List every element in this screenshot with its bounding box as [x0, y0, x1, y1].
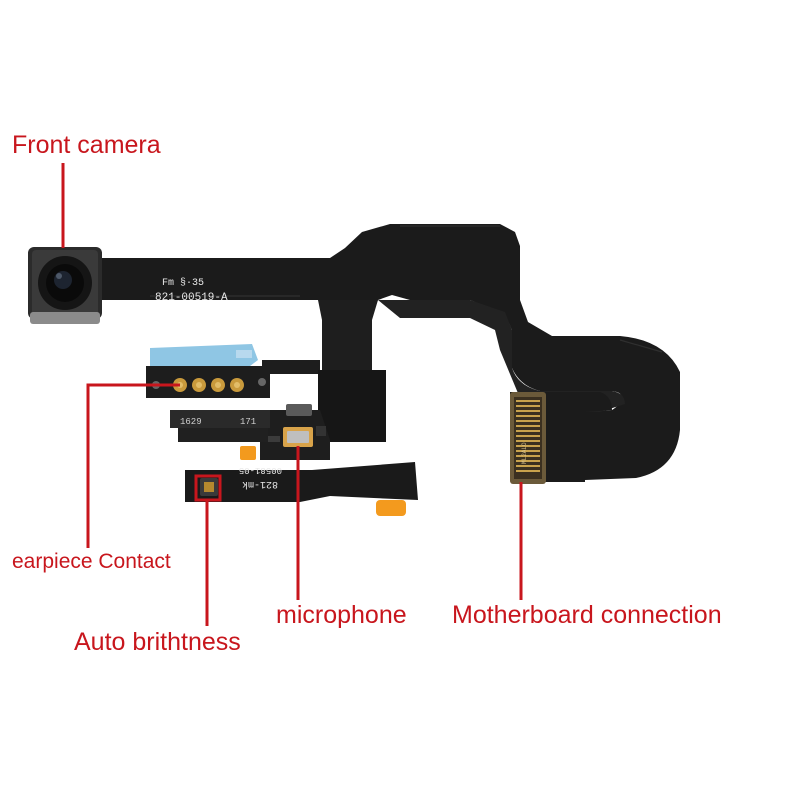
label-microphone: microphone — [276, 601, 407, 629]
pcb-code-1629: 1629 — [180, 417, 202, 427]
pcb-code-connector: ML2ALO — [521, 442, 528, 464]
label-auto-brightness: Auto brithtness — [74, 628, 241, 656]
flex-neck — [318, 300, 378, 372]
camera-module — [28, 247, 102, 324]
orange-pad-1 — [240, 446, 256, 460]
code-flex — [170, 410, 270, 428]
shield-block — [318, 370, 386, 442]
pcb-fm-mark: Fm §·35 — [162, 277, 204, 289]
annotation-leaders — [61, 163, 523, 626]
sensor-board — [185, 462, 418, 516]
label-motherboard-connection: Motherboard connection — [452, 601, 722, 629]
board-connector — [510, 392, 546, 484]
microphone-board — [260, 404, 330, 460]
leader-earpiece — [86, 383, 180, 548]
pcb-part-number: 821-00519-A — [155, 292, 228, 304]
pcb-code-171: 171 — [240, 417, 256, 427]
pcb-print: Fm §·35 821-00519-A 1629 171 821-mk 0058… — [155, 277, 528, 490]
label-front-camera: Front camera — [12, 131, 161, 159]
earpiece-board — [146, 344, 320, 398]
label-earpiece-contact: earpiece Contact — [12, 550, 171, 573]
pcb-code-00581: 00581-05 — [239, 465, 282, 475]
pcb-code-821mk: 821-mk — [242, 478, 278, 490]
